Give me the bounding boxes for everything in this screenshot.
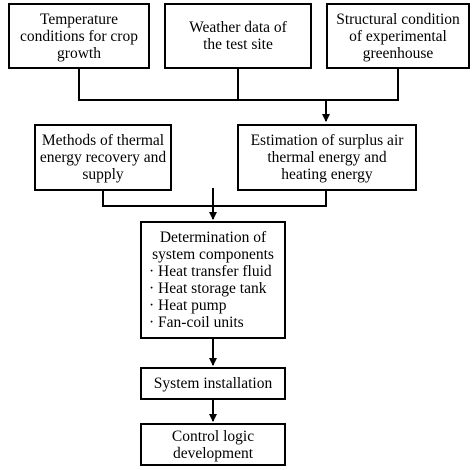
node-text-line: thermal energy and — [267, 149, 387, 166]
component-list-item: · Heat storage tank — [149, 280, 267, 297]
component-list-item: · Heat pump — [149, 297, 227, 314]
node-text-line: greenhouse — [362, 44, 434, 62]
node-control-logic-development: Control logic development — [140, 423, 286, 466]
node-temperature-conditions: Temperature conditions for crop growth — [8, 3, 150, 69]
node-text-line: conditions for crop — [20, 27, 138, 45]
component-list-item: · Heat transfer fluid — [149, 263, 272, 280]
node-text-line: heating energy — [281, 166, 373, 183]
node-text-line: supply — [82, 166, 124, 183]
node-text-line: of experimental — [349, 27, 447, 45]
node-title-line: system components — [152, 246, 274, 263]
node-structural-condition: Structural condition of experimental gre… — [326, 3, 470, 69]
node-text-line: growth — [57, 44, 101, 62]
node-weather-data: Weather data of the test site — [164, 3, 312, 69]
node-text-line: Weather data of — [189, 19, 287, 36]
node-text-line: Temperature — [39, 10, 119, 28]
component-list: · Heat transfer fluid · Heat storage tan… — [145, 263, 272, 331]
node-text-line: System installation — [153, 375, 273, 392]
node-text-line: development — [172, 444, 254, 462]
node-title-line: Determination of — [159, 229, 267, 246]
node-text-line: Control logic — [171, 427, 255, 445]
node-text-line: the test site — [203, 36, 273, 53]
node-text-line: Methods of thermal — [41, 132, 165, 149]
node-text-line: Structural condition — [336, 10, 460, 28]
node-methods-thermal-recovery: Methods of thermal energy recovery and s… — [34, 124, 172, 191]
component-list-item: · Fan-coil units — [149, 314, 244, 331]
node-estimation-surplus-energy: Estimation of surplus air thermal energy… — [237, 124, 417, 191]
node-system-installation: System installation — [140, 367, 286, 400]
node-text-line: Estimation of surplus air — [250, 132, 404, 149]
node-determination-system-components: Determination of system components · Hea… — [140, 221, 286, 339]
node-text-line: energy recovery and — [39, 149, 167, 166]
